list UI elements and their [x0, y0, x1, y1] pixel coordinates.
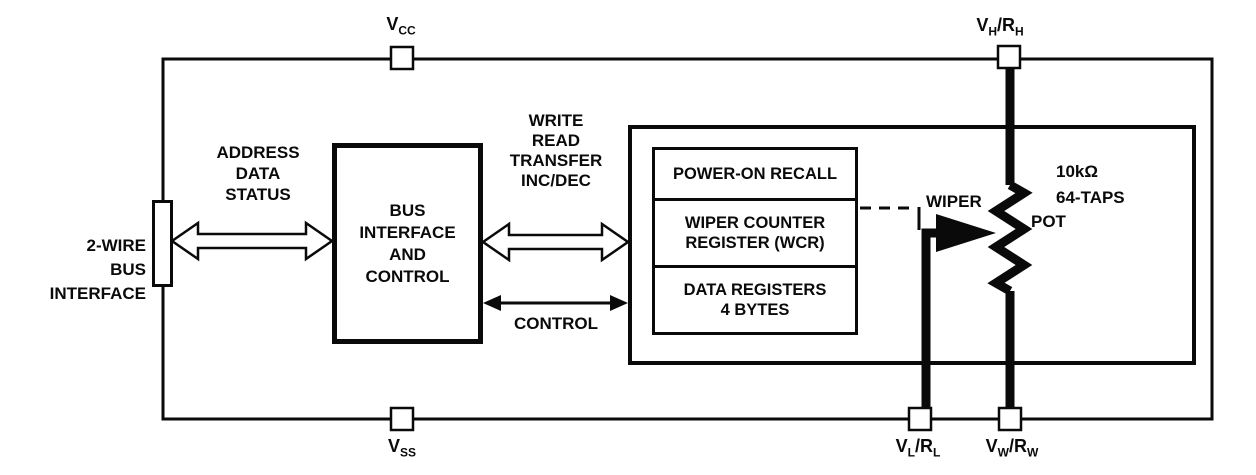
register-stack: POWER-ON RECALL WIPER COUNTER REGISTER (…	[652, 147, 858, 335]
vcc-terminal	[389, 45, 415, 71]
vcc-label: VCC	[386, 14, 416, 38]
power-on-recall-cell: POWER-ON RECALL	[655, 150, 855, 198]
control-arrowhead-left-icon	[483, 295, 501, 311]
vl-rl-terminal	[907, 406, 933, 432]
write-read-transfer-label: WRITE READ TRANSFER INC/DEC	[509, 111, 603, 190]
vl-rl-label: VL/RL	[895, 436, 941, 460]
pot-label: POT	[1031, 212, 1066, 231]
wiper-label: WIPER	[926, 192, 982, 211]
control-arrowhead-right-icon	[610, 295, 628, 311]
bus-interface-control-label: BUS INTERFACE AND CONTROL	[359, 200, 456, 286]
pot-spec-label: 10kΩ 64-TAPS	[1056, 162, 1125, 207]
two-wire-interface-box	[152, 200, 173, 287]
vw-rw-terminal	[997, 406, 1023, 432]
wiper-counter-register-cell: WIPER COUNTER REGISTER (WCR)	[655, 198, 855, 265]
two-wire-bus-interface-label: 2-WIRE BUS INTERFACE	[49, 236, 146, 303]
wiper-wire	[921, 228, 938, 419]
write-read-transfer-bus-arrow	[480, 221, 631, 263]
data-registers-cell: DATA REGISTERS 4 BYTES	[655, 265, 855, 332]
vss-terminal	[389, 406, 415, 432]
address-data-status-label: ADDRESS DATA STATUS	[216, 143, 300, 204]
wiper-arrow-icon	[936, 214, 996, 252]
wiper-counter-register-label: WIPER COUNTER REGISTER (WCR)	[684, 214, 826, 252]
control-label: CONTROL	[513, 314, 599, 333]
bus-interface-control-block: BUS INTERFACE AND CONTROL	[332, 143, 483, 344]
vss-label: VSS	[387, 436, 417, 460]
register-pot-block	[628, 125, 1196, 365]
resistor-symbol	[987, 181, 1033, 295]
vw-rw-label: VW/RW	[985, 436, 1039, 460]
data-registers-label: DATA REGISTERS 4 BYTES	[683, 281, 827, 319]
vh-rh-terminal	[996, 44, 1022, 70]
address-data-status-bus-arrow	[169, 220, 335, 262]
vh-rh-label: VH/RH	[976, 15, 1024, 39]
power-on-recall-label: POWER-ON RECALL	[672, 165, 838, 183]
